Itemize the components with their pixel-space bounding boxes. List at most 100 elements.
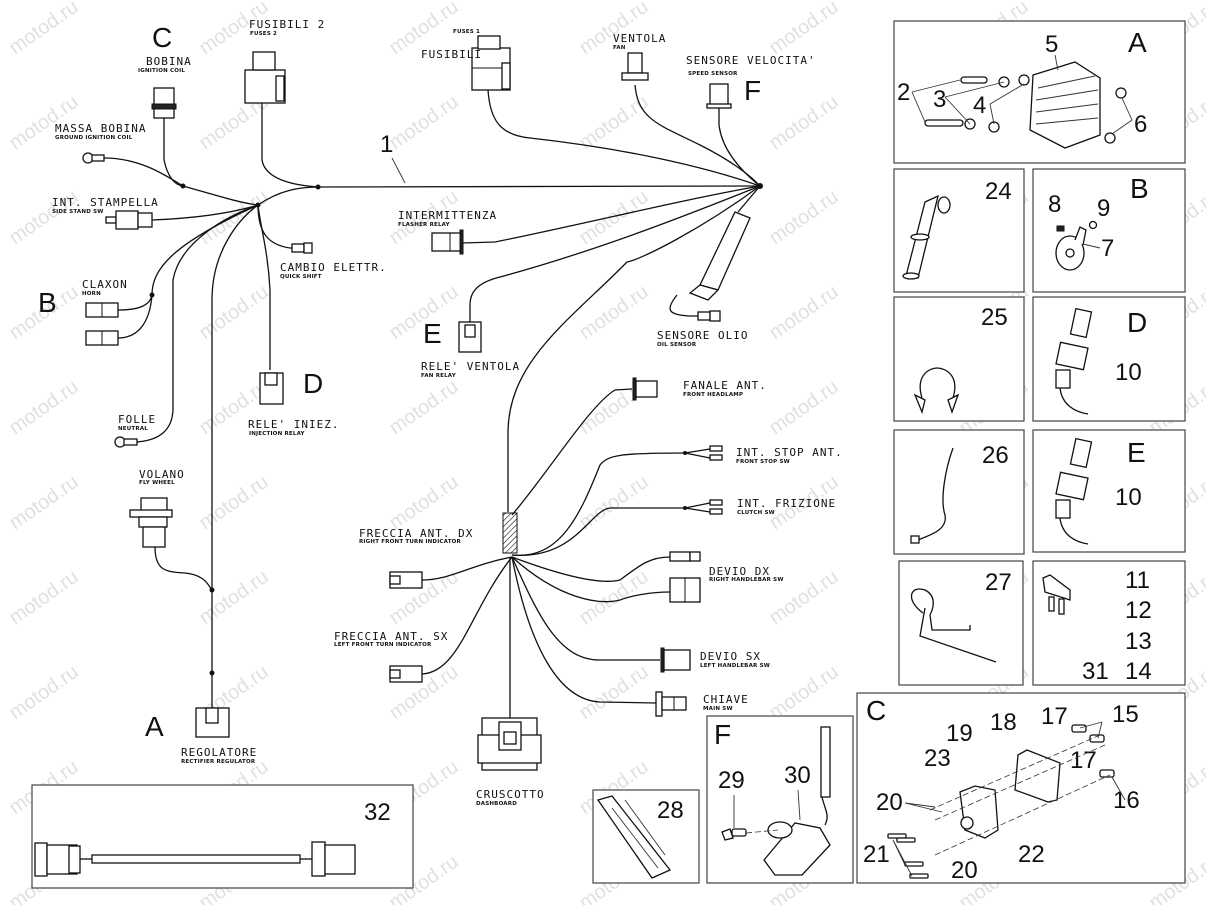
callout-9: 9 xyxy=(1097,195,1110,222)
label-cambio-elettr: CAMBIO ELETTR. xyxy=(280,261,387,274)
watermark-text: motod.ru xyxy=(385,471,462,534)
connector-fanale-ant xyxy=(632,377,658,401)
label-fanale-ant: FANALE ANT. xyxy=(683,379,767,392)
watermark-text: motod.ru xyxy=(195,186,272,249)
speed-sensor-illustration xyxy=(721,726,831,876)
ignition-switch-illustration xyxy=(887,721,1126,879)
junction-frizione xyxy=(683,506,687,510)
detail-box-fuses: 11 12 13 31 14 xyxy=(1032,560,1186,686)
fuse-holder-illustration xyxy=(596,795,672,879)
wire-chiave xyxy=(511,556,657,704)
wire-sensore-velocita xyxy=(718,107,761,187)
relay-connector-illustration-d xyxy=(1055,307,1093,415)
callout-8: 8 xyxy=(1048,191,1061,218)
watermark-text: motod.ru xyxy=(765,376,842,439)
sublabel-fusibili2: FUSES 2 xyxy=(250,31,277,37)
callout-11: 11 xyxy=(1125,567,1150,594)
wire-intermittenza xyxy=(461,185,761,244)
callout-15: 15 xyxy=(1112,701,1139,728)
junction-bobina xyxy=(180,183,186,189)
wire-int-stop-ant xyxy=(511,452,686,556)
watermark-text: motod.ru xyxy=(575,661,652,724)
wire-freccia-dx xyxy=(421,556,513,581)
connectors xyxy=(82,35,751,771)
callout-2: 2 xyxy=(897,79,910,106)
wire-int-frizione xyxy=(511,507,685,556)
watermark-text: motod.ru xyxy=(575,91,652,154)
connector-folle xyxy=(114,436,138,448)
wire-claxon-2 xyxy=(117,204,259,339)
callout-27: 27 xyxy=(985,569,1012,596)
wire-trunk-lower xyxy=(507,185,761,512)
box-a-letter: A xyxy=(1128,27,1147,58)
watermark-text: motod.ru xyxy=(385,376,462,439)
harness-number-leader xyxy=(391,157,406,184)
sublabel-sensore-velocita: SPEED SENSOR xyxy=(688,71,738,77)
connector-int-stampella xyxy=(105,210,153,230)
regulator-part-illustration xyxy=(911,54,1133,149)
junction-right-hub xyxy=(757,183,763,189)
sublabel-rele-iniez: INJECTION RELAY xyxy=(249,431,306,437)
junction-volano xyxy=(209,587,215,593)
callout-6: 6 xyxy=(1134,111,1147,138)
watermark-text: motod.ru xyxy=(765,566,842,629)
ref-letter-f: F xyxy=(744,75,761,106)
ref-letter-e: E xyxy=(423,318,442,349)
wire-int-stampella xyxy=(151,204,259,221)
sublabel-ventola: FAN xyxy=(613,45,626,51)
sublabel-fanale-ant: FRONT HEADLAMP xyxy=(683,392,743,398)
connector-rele-ventola xyxy=(458,321,482,353)
callout-10-d: 10 xyxy=(1115,359,1142,386)
junction-claxon xyxy=(149,292,155,298)
label-int-stop-ant: INT. STOP ANT. xyxy=(736,446,843,459)
wire-massa-bobina xyxy=(103,157,184,187)
sublabel-cambio-elettr: QUICK SHIFT xyxy=(280,274,322,280)
sublabel-devio-sx: LEFT HANDLEBAR SW xyxy=(700,663,770,669)
callout-16: 16 xyxy=(1113,787,1140,814)
label-devio-sx: DEVIO SX xyxy=(700,650,761,663)
connector-cambio-elettr xyxy=(291,242,313,254)
callout-17a: 17 xyxy=(1041,703,1068,730)
wire-frizione-split xyxy=(684,502,711,513)
watermark-text: motod.ru xyxy=(765,281,842,344)
sublabel-claxon: HORN xyxy=(82,291,101,297)
wire-devio-dx-1 xyxy=(511,556,671,582)
sublabel-bobina: IGNITION COIL xyxy=(138,68,185,74)
wire-fusibili2 xyxy=(261,102,319,188)
callout-3: 3 xyxy=(933,86,946,113)
callout-5: 5 xyxy=(1045,31,1058,58)
detail-box-24: 24 xyxy=(893,168,1025,293)
detail-box-32: 32 xyxy=(31,784,414,889)
connector-rele-iniez xyxy=(259,372,284,405)
callout-7: 7 xyxy=(1101,235,1114,262)
wire-sensore-olio-tail xyxy=(669,294,698,317)
wire-main-trunk xyxy=(257,185,761,206)
connector-intermittenza xyxy=(431,229,464,255)
callout-25: 25 xyxy=(981,304,1008,331)
wire-regolatore xyxy=(211,204,259,708)
callout-22: 22 xyxy=(1018,841,1045,868)
wire-ventola xyxy=(634,84,761,187)
ref-letter-a: A xyxy=(145,711,164,742)
label-cruscotto: CRUSCOTTO xyxy=(476,788,545,801)
wire-claxon-1 xyxy=(117,294,153,311)
label-folle: FOLLE xyxy=(118,413,156,426)
sublabel-chiave: MAIN SW xyxy=(703,706,733,712)
sublabel-cruscotto: DASHBOARD xyxy=(476,801,517,807)
sublabel-fusibili1: FUSES 1 xyxy=(453,29,480,35)
connector-chiave xyxy=(655,691,687,717)
wire-devio-dx-2 xyxy=(511,556,671,603)
box-d-letter: D xyxy=(1127,307,1147,338)
ref-letter-c: C xyxy=(152,22,172,53)
callout-24: 24 xyxy=(985,178,1012,205)
label-intermittenza: INTERMITTENZA xyxy=(398,209,497,222)
box-f-letter: F xyxy=(714,719,731,750)
watermark-text: motod.ru xyxy=(195,566,272,629)
junction-fuses2 xyxy=(315,184,321,190)
sublabel-rele-ventola: FAN RELAY xyxy=(421,373,457,379)
watermark-text: motod.ru xyxy=(5,0,82,59)
callout-23: 23 xyxy=(924,745,951,772)
detail-box-e: E 10 xyxy=(1032,429,1186,553)
wire-fusibili1 xyxy=(487,89,761,187)
